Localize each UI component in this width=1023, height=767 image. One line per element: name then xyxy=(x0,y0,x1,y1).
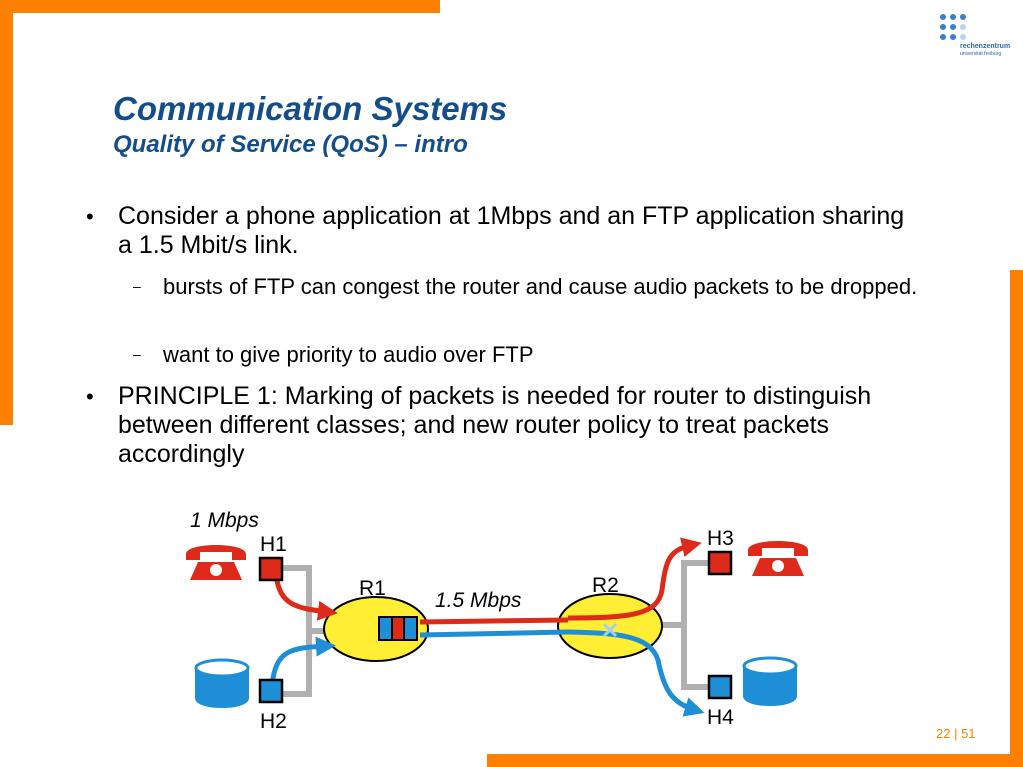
slide-subtitle: Quality of Service (QoS) – intro xyxy=(113,131,468,158)
accent-bar-right xyxy=(1010,270,1023,767)
queue-slot-audio xyxy=(391,616,405,641)
router-r2 xyxy=(557,593,663,659)
sub-bullet-item: bursts of FTP can congest the router and… xyxy=(133,273,953,300)
host-h4 xyxy=(707,674,733,700)
page-separator: | xyxy=(950,726,962,741)
logo-dot xyxy=(940,24,946,30)
telephone-icon xyxy=(748,541,808,576)
ftp-drop-mark xyxy=(602,622,618,638)
router-queue xyxy=(378,616,418,641)
rate-label-link: 1.5 Mbps xyxy=(435,589,522,612)
logo-dot xyxy=(950,34,956,40)
database-icon xyxy=(742,656,798,706)
link-blue xyxy=(419,629,569,638)
bullet-item: PRINCIPLE 1: Marking of packets is neede… xyxy=(86,382,918,469)
page-total: 51 xyxy=(961,726,976,741)
router-label-r1: R1 xyxy=(359,577,386,600)
logo-dot xyxy=(960,14,966,20)
accent-bar-left xyxy=(0,0,13,425)
link-red xyxy=(419,617,569,625)
queue-slot-ftp xyxy=(378,616,393,641)
university-logo: rechenzentrum universität freiburg xyxy=(938,12,1013,62)
host-label-h4: H4 xyxy=(707,706,734,729)
database-icon xyxy=(194,658,250,708)
queue-slot-ftp xyxy=(403,616,418,641)
telephone-icon xyxy=(186,545,246,580)
logo-name: rechenzentrum xyxy=(960,43,1011,50)
router-r1 xyxy=(323,596,429,662)
logo-dot xyxy=(950,14,956,20)
host-h1 xyxy=(258,556,284,582)
router-label-r2: R2 xyxy=(592,574,619,597)
logo-dot xyxy=(940,14,946,20)
audio-flow xyxy=(273,574,338,621)
network-diagram: 1 Mbps 1.5 Mbps R1 R2 H1 H2 H3 H4 xyxy=(186,509,808,733)
bullet-item: Consider a phone application at 1Mbps an… xyxy=(86,202,918,260)
logo-dot xyxy=(960,24,966,30)
slide-title: Communication Systems xyxy=(113,90,508,127)
host-label-h1: H1 xyxy=(260,533,287,556)
host-label-h3: H3 xyxy=(707,527,734,550)
rate-label-host: 1 Mbps xyxy=(190,509,259,532)
logo-subtitle: universität freiburg xyxy=(960,51,1002,57)
logo-dot xyxy=(950,24,956,30)
wire-h3 xyxy=(681,560,718,690)
host-h3 xyxy=(707,550,733,576)
host-h2 xyxy=(258,678,284,704)
sub-bullet-item: want to give priority to audio over FTP xyxy=(133,341,953,368)
ftp-flow xyxy=(269,636,336,686)
host-label-h2: H2 xyxy=(260,710,287,733)
accent-bar-bottom xyxy=(487,754,1023,767)
page-number: 22 | 51 xyxy=(936,726,976,741)
wiring xyxy=(276,560,718,697)
page-current: 22 xyxy=(936,726,951,741)
audio-flow-exit xyxy=(567,537,702,621)
logo-dot xyxy=(940,34,946,40)
logo-dot xyxy=(960,34,966,40)
accent-bar-top xyxy=(0,0,440,13)
